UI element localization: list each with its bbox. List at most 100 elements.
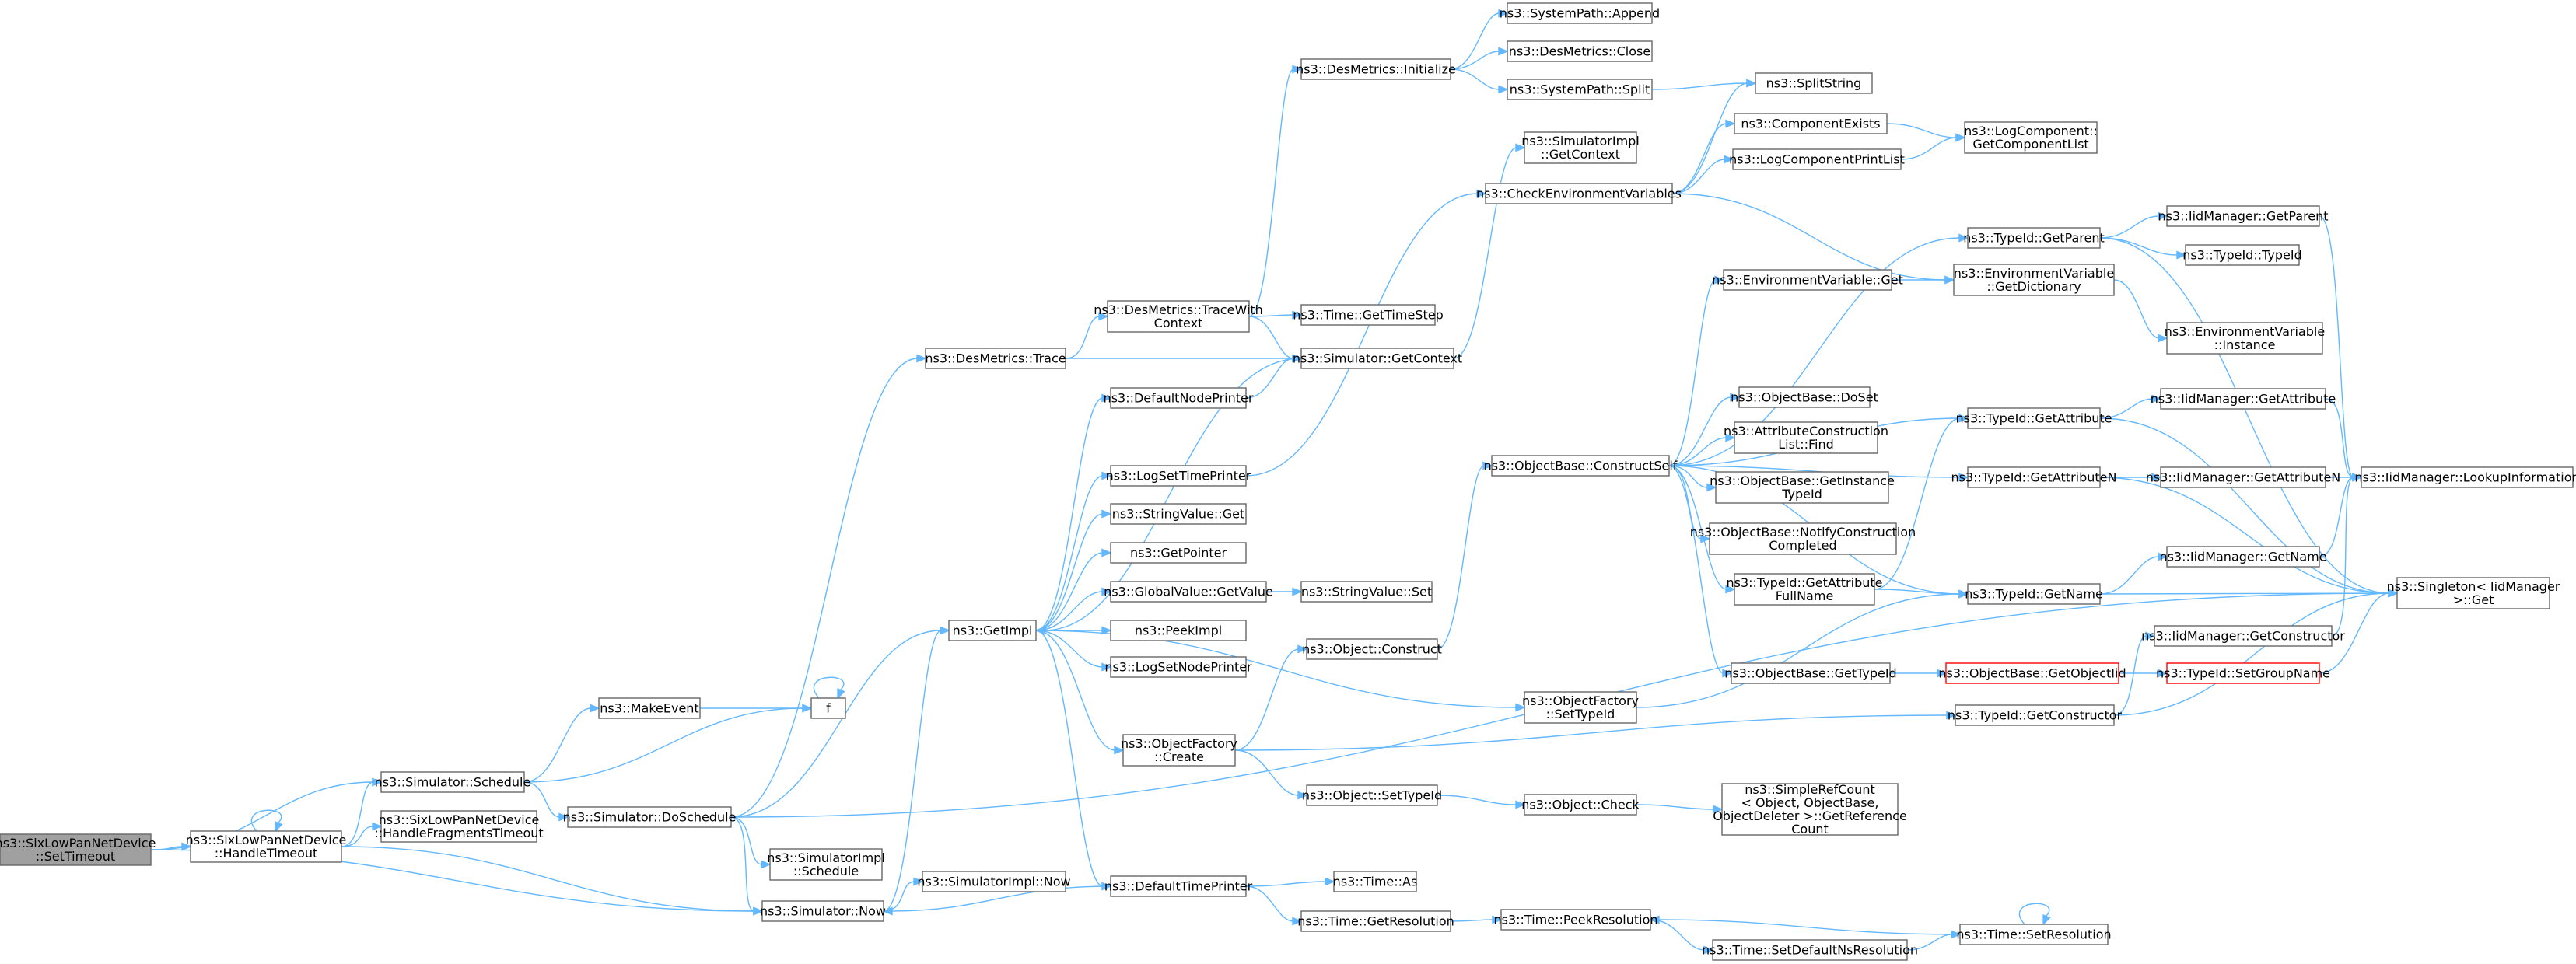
node-typeid_getname[interactable]: ns3::TypeId::GetName [1965, 583, 2103, 605]
edge-arrowhead [2158, 552, 2168, 561]
node-log_set_node[interactable]: ns3::LogSetNodePrinter [1104, 656, 1252, 678]
node-iid_getattribute[interactable]: ns3::IidManager::GetAttribute [2151, 388, 2336, 410]
node-envvar_instance[interactable]: ns3::EnvironmentVariable::Instance [2165, 322, 2325, 355]
node-desm_trace[interactable]: ns3::DesMetrics::Trace [925, 348, 1066, 369]
node-syspath_split[interactable]: ns3::SystemPath::Split [1507, 79, 1653, 100]
node-typeid_getattribute[interactable]: ns3::TypeId::GetAttribute [1955, 407, 2112, 429]
edge-line [2331, 477, 2354, 637]
node-iid_getparent[interactable]: ns3::IidManager::GetParent [2158, 205, 2329, 227]
node-root[interactable]: ns3::SixLowPanNetDevice::SetTimeout [0, 833, 156, 866]
node-object_check[interactable]: ns3::Object::Check [1521, 794, 1640, 816]
node-desm_init[interactable]: ns3::DesMetrics::Initialize [1296, 58, 1456, 80]
node-desm_close[interactable]: ns3::DesMetrics::Close [1507, 40, 1653, 62]
node-objbase_constructself[interactable]: ns3::ObjectBase::ConstructSelf [1484, 455, 1678, 477]
edge-line [1668, 437, 1727, 466]
node-default_node_printer[interactable]: ns3::DefaultNodePrinter [1104, 387, 1254, 409]
node-sim_schedule[interactable]: ns3::Simulator::Schedule [375, 771, 531, 793]
node-check_env[interactable]: ns3::CheckEnvironmentVariables [1476, 183, 1682, 204]
node-getimpl[interactable]: ns3::GetImpl [948, 620, 1037, 641]
edge-make_event-to-f [699, 704, 813, 713]
node-component_exists[interactable]: ns3::ComponentExists [1734, 113, 1888, 134]
node-log_set_time[interactable]: ns3::LogSetTimePrinter [1106, 465, 1251, 487]
node-iid_getconstructor[interactable]: ns3::IidManager::GetConstructor [2141, 625, 2345, 647]
node-simimpl_now[interactable]: ns3::SimulatorImpl::Now [917, 871, 1071, 892]
node-envvar_get[interactable]: ns3::EnvironmentVariable::Get [1712, 269, 1903, 291]
edge-arrowhead [1730, 393, 1741, 402]
node-f[interactable]: f [810, 697, 846, 719]
node-singleton_get[interactable]: ns3::Singleton< IidManager>::Get [2387, 577, 2560, 609]
node-default_time_printer[interactable]: ns3::DefaultTimePrinter [1104, 875, 1253, 897]
node-log_component_printlist[interactable]: ns3::LogComponentPrintList [1729, 148, 1905, 170]
node-syspath_append[interactable]: ns3::SystemPath::Append [1500, 2, 1660, 24]
node-simplerefcount[interactable]: ns3::SimpleRefCount< Object, ObjectBase,… [1713, 782, 1907, 837]
node-time_setres[interactable]: ns3::Time::SetResolution [1956, 924, 2112, 945]
edge-line [1234, 648, 1300, 751]
node-handle_timeout[interactable]: ns3::SixLowPanNetDevice::HandleTimeout [186, 830, 347, 863]
node-box [1755, 72, 1873, 94]
node-stringvalue_set[interactable]: ns3::StringValue::Set [1300, 581, 1433, 602]
edge-sim_doschedule-to-getimpl [730, 626, 950, 818]
node-make_event[interactable]: ns3::MakeEvent [598, 697, 701, 719]
edge-typeid_getparent-to-iid_getparent [2099, 211, 2168, 239]
edge-arrowhead [882, 906, 893, 916]
node-split_string[interactable]: ns3::SplitString [1755, 72, 1873, 94]
node-objbase_doset[interactable]: ns3::ObjectBase::DoSet [1731, 386, 1878, 408]
node-time_setdefaultns[interactable]: ns3::Time::SetDefaultNsResolution [1702, 939, 1918, 961]
node-object_construct[interactable]: ns3::Object::Construct [1302, 638, 1442, 660]
node-typeid_setgroupname[interactable]: ns3::TypeId::SetGroupName [2156, 662, 2330, 684]
edge-sim_schedule-to-make_event [523, 704, 600, 783]
edge-arrowhead [837, 688, 845, 700]
node-sim_getcontext[interactable]: ns3::Simulator::GetContext [1293, 348, 1462, 369]
node-time_peekres[interactable]: ns3::Time::PeekResolution [1493, 909, 1658, 931]
edge-arrowhead [1714, 275, 1725, 285]
node-sim_now[interactable]: ns3::Simulator::Now [760, 900, 886, 922]
node-logcomponent_getlist[interactable]: ns3::LogComponent::GetComponentList [1964, 121, 2098, 154]
edge-arrowhead [1101, 393, 1112, 403]
node-envvar_getdict[interactable]: ns3::EnvironmentVariable::GetDictionary [1953, 264, 2115, 296]
node-objfactory_create[interactable]: ns3::ObjectFactory::Create [1121, 734, 1237, 767]
node-objbase_notify[interactable]: ns3::ObjectBase::NotifyConstructionCompl… [1690, 522, 1916, 555]
node-typeid_typeid[interactable]: ns3::TypeId::TypeId [2182, 244, 2302, 266]
node-object_settypeid[interactable]: ns3::Object::SetTypeId [1302, 784, 1442, 806]
edge-line [1437, 465, 1485, 650]
node-simimpl_schedule[interactable]: ns3::SimulatorImpl::Schedule [767, 848, 885, 881]
node-label-line: Context [1154, 316, 1203, 330]
node-box [2396, 577, 2550, 609]
node-iid_getname[interactable]: ns3::IidManager::GetName [2159, 546, 2327, 568]
node-simimpl_getcontext[interactable]: ns3::SimulatorImpl::GetContext [1521, 131, 1640, 164]
node-peekimpl[interactable]: ns3::PeekImpl [1110, 620, 1247, 641]
node-get_pointer[interactable]: ns3::GetPointer [1110, 542, 1247, 564]
edge-arrowhead [1292, 65, 1303, 74]
edge-arrowhead [1098, 312, 1109, 321]
node-iid_getattributen[interactable]: ns3::IidManager::GetAttributeN [2146, 466, 2341, 488]
node-objbase_getobjectiid[interactable]: ns3::ObjectBase::GetObjectIid [1938, 662, 2126, 684]
node-time_gettimestep[interactable]: ns3::Time::GetTimeStep [1293, 304, 1444, 326]
edge-object_check-to-simplerefcount [1636, 804, 1724, 814]
node-label-line: ns3::DesMetrics::Initialize [1296, 62, 1456, 77]
edge-time_setres-to-time_peekres [1649, 915, 1961, 935]
edge-desm_init-to-syspath_split [1450, 68, 1509, 94]
node-label-line: ns3::StringValue::Set [1301, 585, 1432, 599]
edge-time_getres-to-time_peekres [1450, 915, 1503, 924]
node-time_as[interactable]: ns3::Time::As [1333, 871, 1418, 892]
node-typeid_getparent[interactable]: ns3::TypeId::GetParent [1963, 227, 2105, 249]
node-gv_getvalue[interactable]: ns3::GlobalValue::GetValue [1104, 581, 1273, 602]
node-stringvalue_get[interactable]: ns3::StringValue::Get [1110, 503, 1247, 525]
node-sim_doschedule[interactable]: ns3::Simulator::DoSchedule [563, 806, 737, 828]
node-handle_frag[interactable]: ns3::SixLowPanNetDevice::HandleFragments… [374, 810, 544, 843]
node-objbase_gettypeid[interactable]: ns3::ObjectBase::GetTypeId [1724, 662, 1897, 684]
node-typeid_getattributen[interactable]: ns3::TypeId::GetAttributeN [1951, 466, 2117, 488]
node-label-line: ns3::ObjectBase::GetInstance [1710, 473, 1895, 488]
node-objfactory_settypeid[interactable]: ns3::ObjectFactory::SetTypeId [1522, 691, 1639, 724]
node-label-line: ns3::Object::Check [1521, 798, 1640, 812]
node-typeid_getconstructor[interactable]: ns3::TypeId::GetConstructor [1948, 704, 2123, 726]
node-time_getres[interactable]: ns3::Time::GetResolution [1297, 910, 1454, 932]
edge-line [1245, 193, 1479, 477]
edge-arrowhead [1297, 791, 1308, 800]
edge-f-to-f [813, 676, 845, 700]
node-iid_lookup[interactable]: ns3::IidManager::LookupInformation [2354, 466, 2576, 488]
